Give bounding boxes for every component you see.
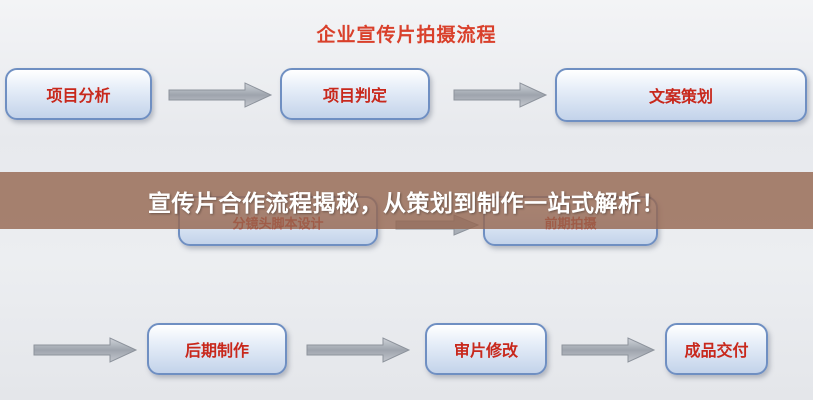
step-houqi-zhizuo: 后期制作 <box>147 323 287 375</box>
arrow-row3-entry <box>33 337 138 363</box>
arrow-row3-a <box>306 337 411 363</box>
arrow-row3-b <box>561 337 656 363</box>
arrow-row1-b <box>453 82 548 108</box>
step-shenpian-xiugai: 审片修改 <box>425 323 547 375</box>
step-xiangmu-fenxi: 项目分析 <box>5 68 152 120</box>
step-wenan-cehua: 文案策划 <box>555 68 807 122</box>
headline-band <box>0 172 813 229</box>
headline-text: 宣传片合作流程揭秘，从策划到制作一站式解析！ <box>148 190 665 217</box>
arrow-row1-a <box>168 82 273 108</box>
step-xiangmu-panding: 项目判定 <box>280 68 430 120</box>
diagram-title: 企业宣传片拍摄流程 <box>316 24 497 46</box>
step-chengpin-jiaofu: 成品交付 <box>665 323 768 375</box>
